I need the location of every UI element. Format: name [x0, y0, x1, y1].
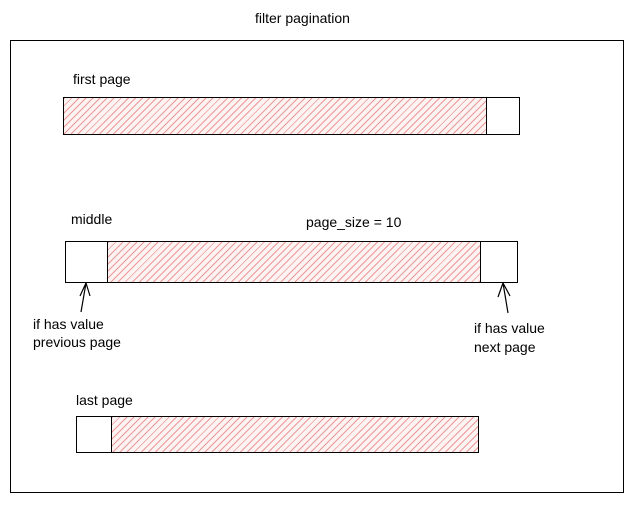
last-page-results-block [111, 416, 479, 453]
last-page-label: last page [76, 392, 133, 408]
previous-page-note-line1: if has value [33, 316, 104, 332]
first-page-bar [63, 97, 520, 135]
middle-page-results-block [107, 241, 481, 283]
next-page-note-line2: next page [474, 339, 536, 355]
middle-label: middle [71, 211, 113, 227]
next-page-arrow [497, 282, 511, 314]
previous-page-arrow [79, 282, 91, 313]
next-page-note-line1: if has value [474, 320, 545, 336]
first-page-results-block [63, 97, 487, 135]
middle-page-bar [65, 241, 518, 283]
diagram-title: filter pagination [255, 10, 350, 26]
first-page-label: first page [73, 71, 131, 87]
previous-page-note-line2: previous page [33, 334, 121, 350]
last-page-bar [76, 416, 479, 453]
diagram-frame [10, 40, 624, 493]
page-size-label: page_size = 10 [306, 214, 402, 230]
